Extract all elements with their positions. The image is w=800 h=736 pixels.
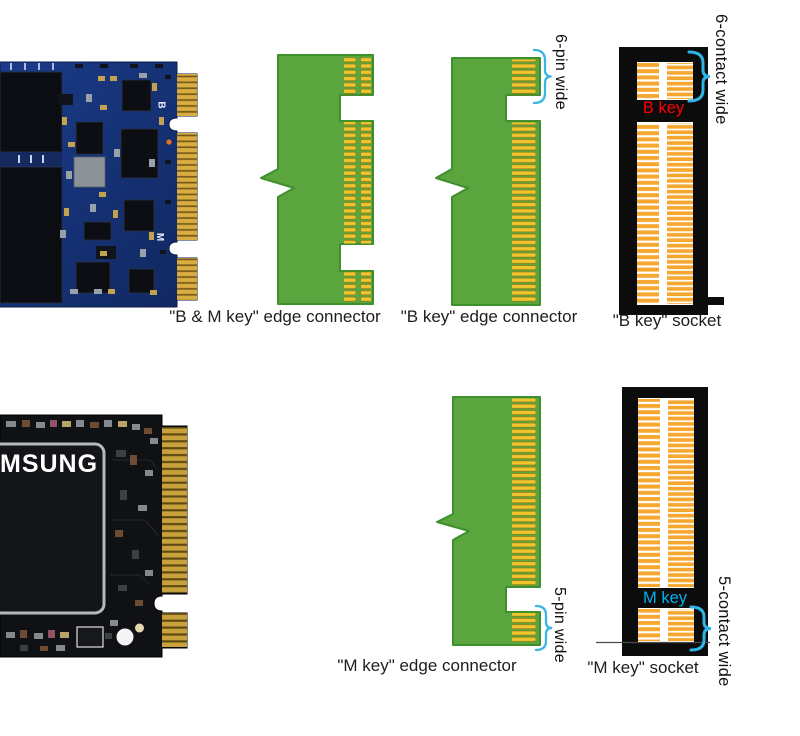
nand-chip [0,71,63,153]
pcb-letter-b: B [155,101,167,109]
annotation-6-pin-wide: 6-pin wide [552,34,569,110]
socket-slot-main [637,122,693,305]
caption-b-socket: "B key" socket [612,311,722,330]
gold-fingers-small-group [162,613,187,647]
pcb-letter-m: M [154,232,166,242]
socket-slot-top [637,62,693,100]
six-contact-bracket [687,50,711,103]
annotation-5-contact-wide: 5-contact wide [715,576,733,687]
gold-fingers-long-group [162,427,187,593]
caption-m-socket: "M key" socket [587,658,699,677]
caption-m-edge-connector: "M key" edge connector [337,656,517,675]
passive-components [6,420,158,651]
m-key-socket [596,387,712,656]
pin-band-middle [344,122,371,244]
b-key-edge-connector [435,48,552,306]
m-key-label: M key [642,589,687,607]
pin-band-main [512,398,538,586]
b-key-socket [619,47,724,315]
socket-step [700,297,724,305]
bm-key-edge-connector [260,54,374,305]
ssd-photo-b-and-m [0,61,198,308]
small-chips [57,79,159,294]
m-key-edge-connector [436,396,553,652]
b-key-label: B key [642,99,685,117]
nand-chip [0,166,63,304]
socket-slot-main [638,398,694,588]
six-pin-bracket [532,48,552,105]
caption-bm-edge-connector: "B & M key" edge connector [169,307,381,326]
gold-fingers-bottom-group [177,258,197,300]
pin-band-top [344,57,371,96]
mounting-hole [116,628,134,646]
pin-band-bottom [344,271,371,303]
gold-fingers-mid-group [177,133,197,240]
pin-band-top [512,59,538,96]
samsung-chip [0,442,106,615]
five-contact-bracket [689,605,712,652]
outlined-component [76,626,104,648]
annotation-6-contact-wide: 6-contact wide [712,14,730,125]
ssd-photo-m [0,414,188,658]
gold-fingers-top-group [177,74,197,116]
cream-dot [135,623,144,633]
trace-lines [110,459,159,586]
five-pin-bracket [534,604,553,652]
caption-b-edge-connector: "B key" edge connector [400,307,578,326]
pin-band-bottom [512,613,538,643]
pin-band-main [512,122,538,303]
annotation-5-pin-wide: 5-pin wide [551,587,568,663]
fiducial-dot [166,139,172,145]
socket-slot-bottom [638,608,694,642]
samsung-brand-text: MSUNG [0,450,99,478]
passive-components [10,63,171,295]
